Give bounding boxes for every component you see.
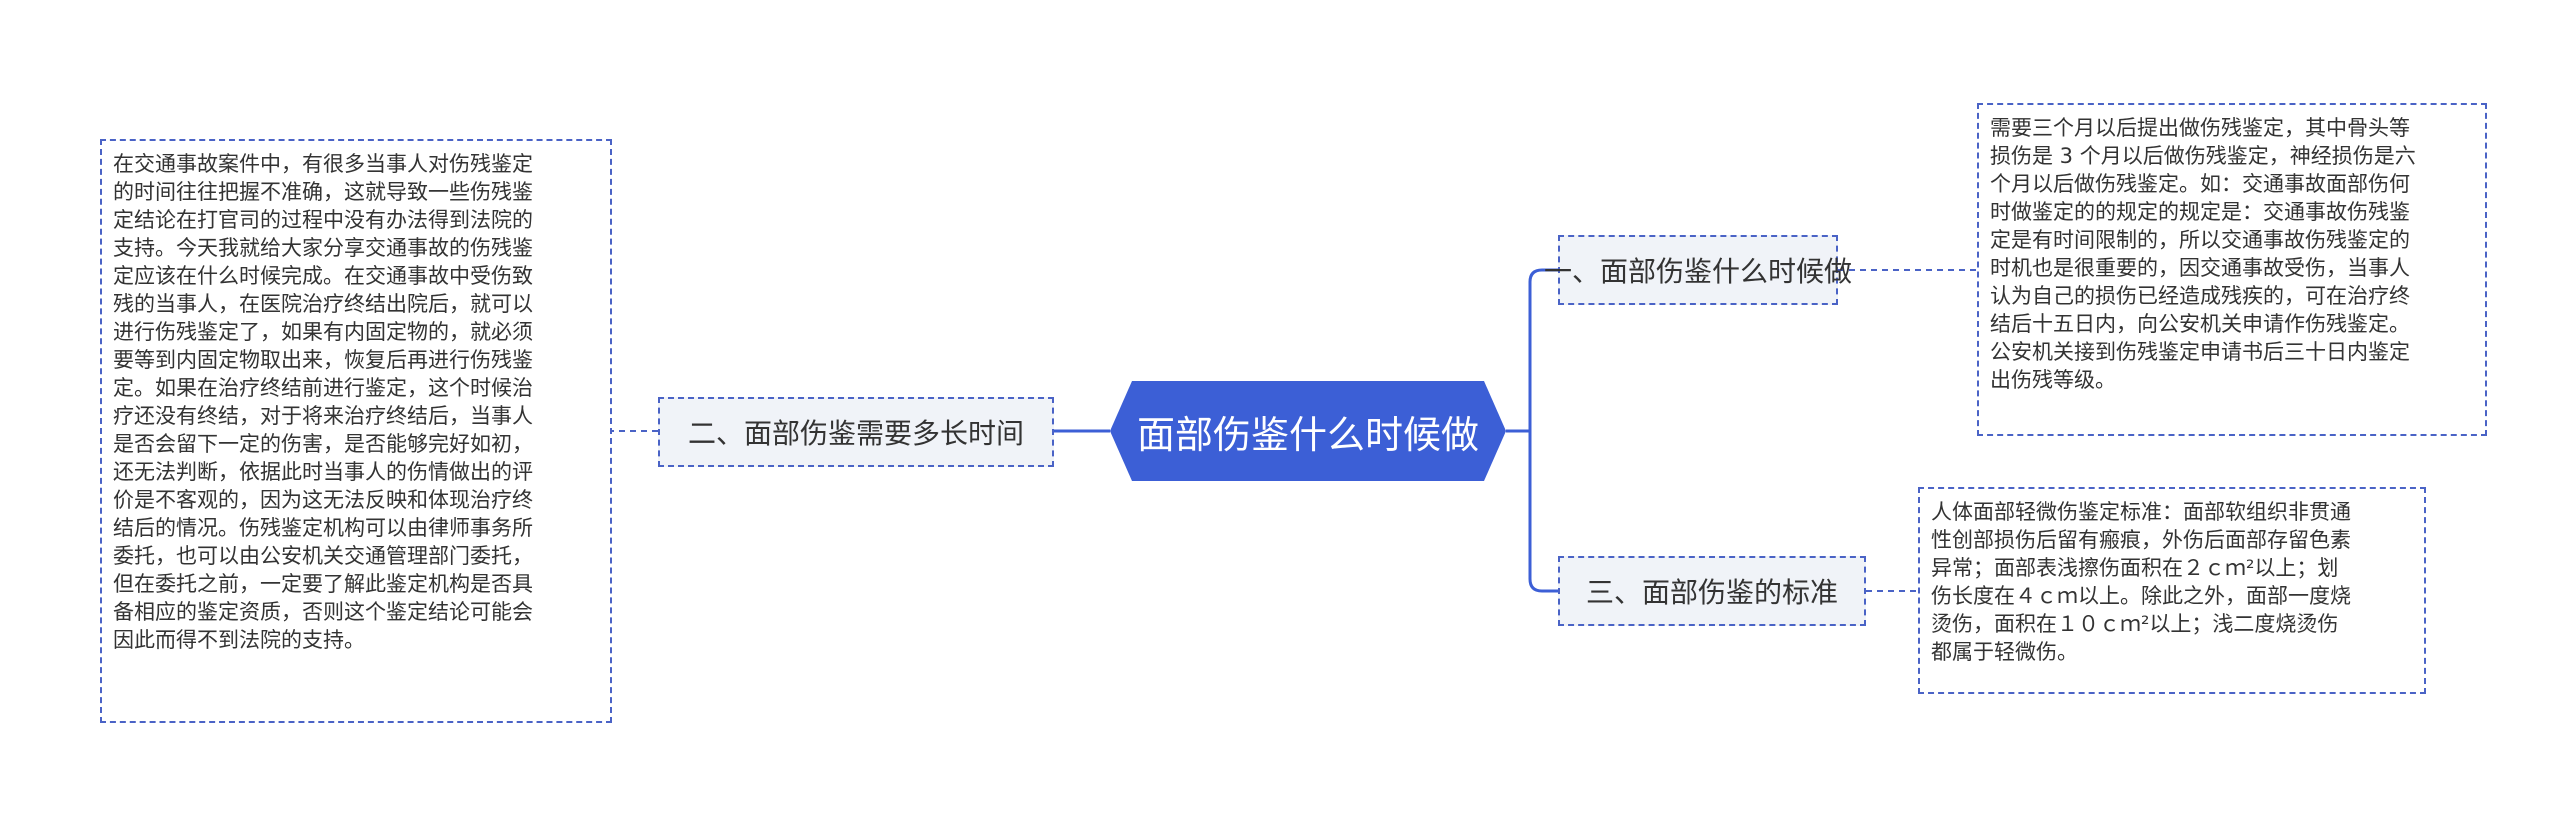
branch-topic-duration[interactable]: 二、面部伤鉴需要多长时间 [658,397,1054,467]
root-topic-label: 面部伤鉴什么时候做 [1136,412,1479,457]
leaf-note-when[interactable]: 需要三个月以后提出做伤残鉴定，其中骨头等 损伤是 3 个月以后做伤残鉴定，神经损… [1977,103,2487,436]
branch-topic-when-label: 一、面部伤鉴什么时候做 [1544,255,1853,288]
branch-topic-duration-label: 二、面部伤鉴需要多长时间 [687,417,1024,450]
branch-topic-standard[interactable]: 三、面部伤鉴的标准 [1558,556,1866,626]
branch-topic-standard-label: 三、面部伤鉴的标准 [1585,576,1838,609]
connector-trunk-branch-1 [1528,268,1558,431]
root-topic[interactable]: 面部伤鉴什么时候做 [1110,381,1506,481]
leaf-note-duration[interactable]: 在交通事故案件中，有很多当事人对伤残鉴定 的时间往往把握不准确，这就导致一些伤残… [100,139,612,723]
leaf-note-standard[interactable]: 人体面部轻微伤鉴定标准：面部软组织非贯通 性创部损伤后留有瘢痕，外伤后面部存留色… [1918,487,2426,694]
connector-trunk-branch-3 [1528,431,1558,593]
branch-topic-when[interactable]: 一、面部伤鉴什么时候做 [1544,235,1852,305]
